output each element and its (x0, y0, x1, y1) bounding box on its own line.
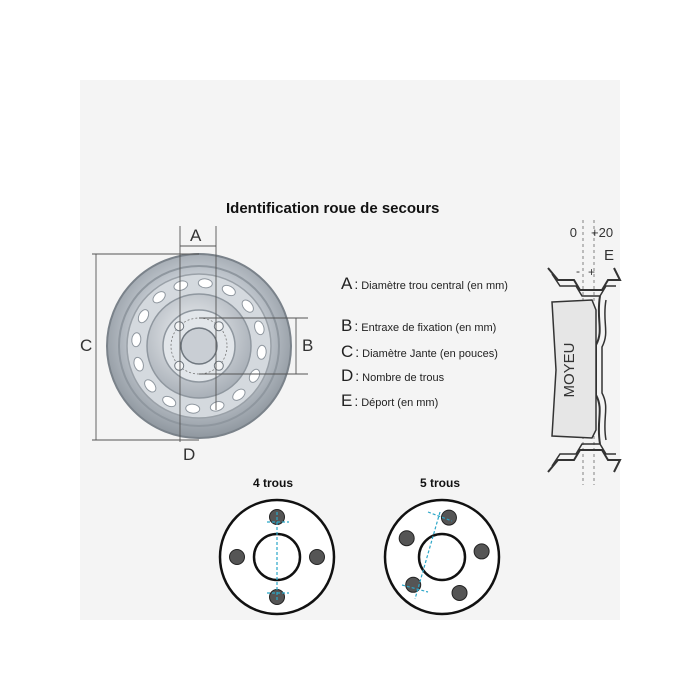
ventilation-hole (131, 332, 142, 348)
lug-hole (213, 360, 224, 371)
bolt-hole (229, 549, 245, 565)
legend-item-d: D:Nombre de trous (341, 366, 445, 385)
rim-profile-top (547, 267, 622, 291)
rim-profile-bottom-inner (551, 443, 616, 467)
lug-hole (213, 321, 224, 332)
lug-hole (174, 360, 185, 371)
wheel-web-inner (601, 299, 607, 441)
offset-minus-sign: - (576, 264, 580, 278)
bolt-circle (170, 317, 228, 375)
center-bore (180, 327, 218, 365)
legend-letter: C (341, 342, 354, 361)
ventilation-hole (152, 291, 166, 304)
rim-inner-ring (118, 265, 280, 427)
ventilation-hole (144, 379, 157, 393)
ventilation-hole (197, 278, 213, 289)
ventilation-hole (256, 344, 267, 360)
legend-item-e: E:Déport (en mm) (341, 391, 439, 410)
offset-letter: E (604, 247, 614, 264)
offset-zero-label: 0 (570, 225, 577, 240)
pattern-4-label: 4 trous (253, 476, 294, 490)
bolt-hole (473, 543, 490, 560)
dim-d-label: D (183, 445, 196, 464)
dim-b-label: B (302, 336, 314, 355)
ventilation-hole (133, 356, 144, 372)
bolt-hole (398, 530, 415, 547)
diagram-title: Identification roue de secours (226, 200, 440, 217)
ventilation-holes (131, 278, 267, 414)
hub-label: MOYEU (561, 342, 578, 397)
dim-a-label: A (190, 226, 202, 245)
legend-letter: B (341, 316, 353, 335)
bolt-hole (440, 509, 457, 526)
offset-plus-sign: + (588, 265, 595, 279)
ventilation-hole (162, 395, 177, 408)
legend-letter: A (341, 274, 353, 293)
offset-cross-section: 0 +20 E - + MOYEU (547, 220, 622, 485)
legend-text: Déport (en mm) (361, 397, 439, 409)
legend-item-c: C:Diamètre Jante (en pouces) (341, 342, 498, 361)
legend-text: Diamètre Jante (en pouces) (362, 348, 498, 360)
bolt-hole (309, 549, 325, 565)
ventilation-hole (185, 403, 201, 414)
ventilation-hole (137, 309, 150, 324)
legend-text: Entraxe de fixation (en mm) (361, 322, 497, 334)
pattern-5-center-bore (417, 532, 467, 582)
legend-item-b: B:Entraxe de fixation (en mm) (341, 316, 497, 335)
ventilation-hole (232, 388, 246, 401)
ventilation-hole (254, 320, 265, 336)
dim-c-label: C (80, 336, 93, 355)
pattern-5-guide-top (427, 511, 453, 522)
hub-block (551, 299, 597, 439)
lug-hole (174, 321, 185, 332)
ventilation-hole (173, 280, 189, 291)
bolt-pattern-5 (383, 498, 501, 616)
lug-holes (174, 321, 224, 371)
ventilation-hole (221, 284, 236, 297)
pattern-5-guide-bottom (401, 584, 429, 593)
rim-profile-bottom (547, 449, 622, 473)
ventilation-hole (241, 299, 254, 313)
legend-text: Nombre de trous (362, 372, 445, 384)
wheel-diagram (92, 226, 308, 442)
legend-text: Diamètre trou central (en mm) (361, 280, 508, 292)
bolt-pattern-4 (218, 498, 336, 616)
legend-letter: D (341, 366, 354, 385)
pattern-5-guide (414, 511, 441, 600)
legend-item-a: A:Diamètre trou central (en mm) (341, 274, 508, 293)
legend-letter: E (341, 391, 353, 410)
rim-profile-top-inner (551, 273, 616, 297)
pattern-5-label: 5 trous (420, 476, 461, 490)
bolt-hole (451, 584, 468, 601)
offset-plus-label: +20 (591, 225, 613, 240)
